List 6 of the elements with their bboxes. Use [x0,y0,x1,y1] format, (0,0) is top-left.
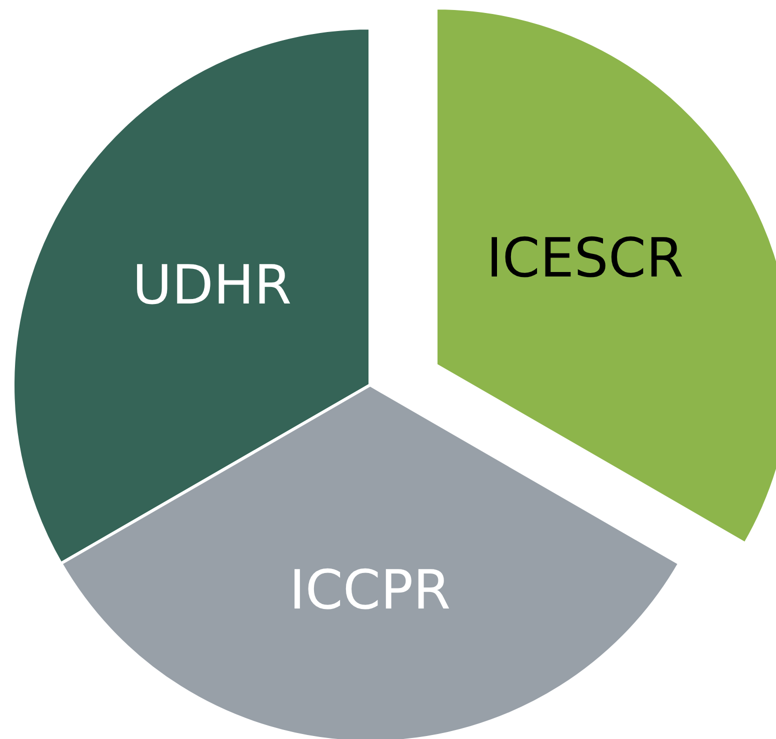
slice-label: UDHR [132,254,292,316]
pie-slice [60,385,680,739]
slice-label: ICESCR [486,226,684,290]
pie-slice [13,28,370,564]
pie-slice [436,8,776,544]
slice-label: ICCPR [289,558,451,622]
